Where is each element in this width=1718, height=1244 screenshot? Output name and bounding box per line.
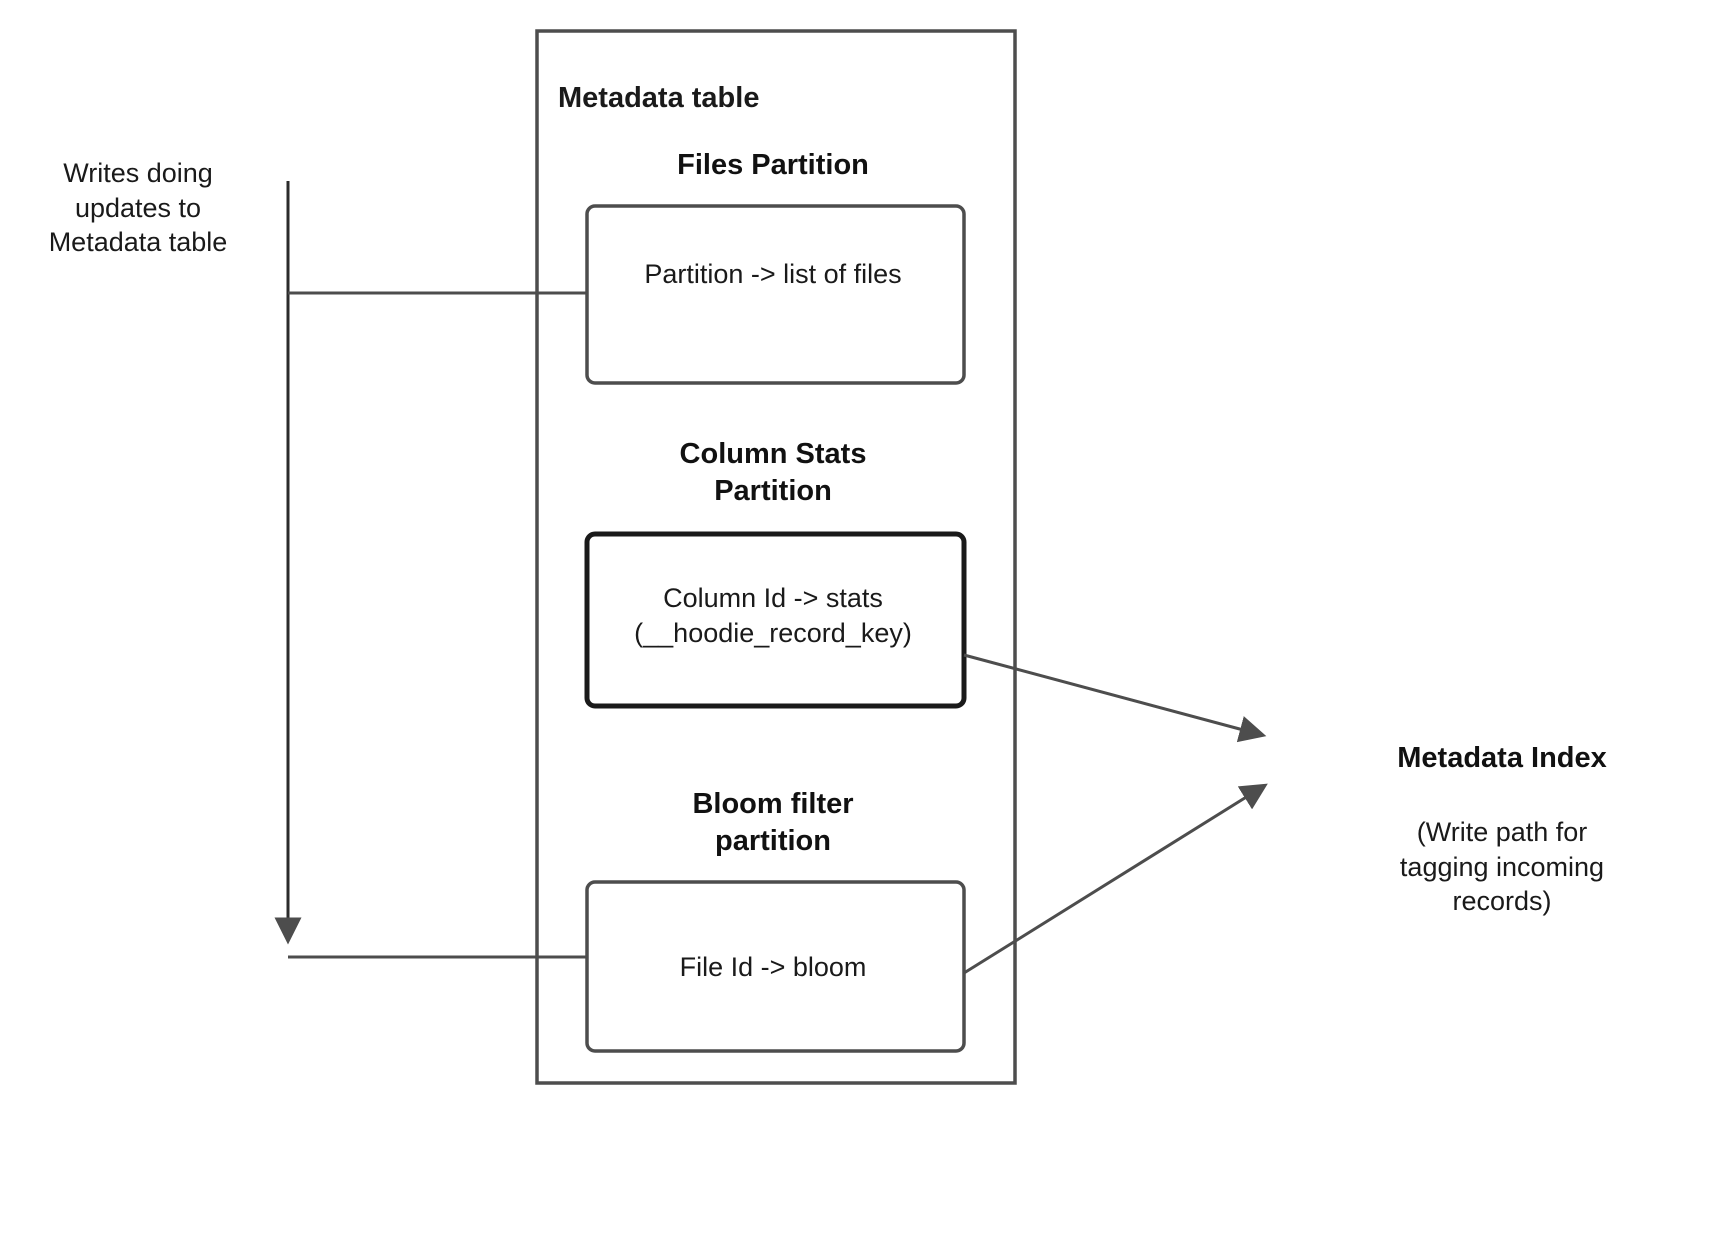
- column-stats-partition-box-text: Column Id -> stats (__hoodie_record_key): [634, 583, 912, 648]
- metadata-table-container: [535, 29, 1017, 1085]
- files-partition-box-text: Partition -> list of files: [644, 259, 902, 289]
- files-partition-box: [585, 204, 966, 385]
- metadata-table-title: Metadata table: [558, 82, 760, 114]
- column-stats-to-metadata-index-arrow: [963, 653, 1267, 743]
- writes-annotation-label: Writes doing updates to Metadata table: [48, 158, 228, 258]
- metadata-index-caption: (Write path for tagging incoming records…: [1399, 817, 1605, 917]
- bloom-filter-to-metadata-index-arrow: [963, 783, 1268, 975]
- bloom-filter-partition-box-text: File Id -> bloom: [679, 952, 867, 982]
- files-partition-heading: Files Partition: [677, 149, 869, 181]
- metadata-index-title: Metadata Index: [1397, 742, 1607, 774]
- bloom-filter-partition-heading: Bloom filter partition: [692, 788, 854, 858]
- column-stats-partition-heading: Column Stats Partition: [679, 438, 867, 508]
